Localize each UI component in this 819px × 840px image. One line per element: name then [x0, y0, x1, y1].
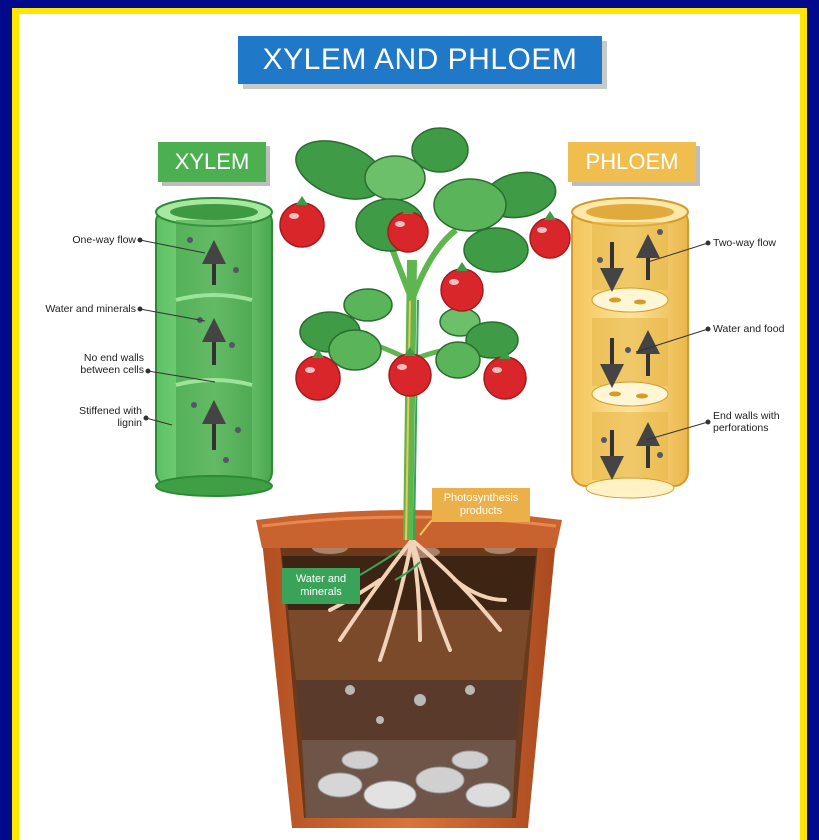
page-title: XYLEM AND PHLOEM — [238, 36, 602, 84]
photosynthesis-products-callout: Photosynthesis products — [432, 488, 530, 522]
phloem-label-end-walls: End walls with perforations — [713, 410, 797, 434]
xylem-label-no-end-walls: No end walls between cells — [50, 352, 144, 376]
phloem-label-two-way-flow: Two-way flow — [713, 237, 776, 249]
xylem-vessel — [156, 198, 272, 496]
phloem-label-water-food: Water and food — [713, 323, 784, 335]
phloem-heading: PHLOEM — [568, 142, 696, 182]
xylem-heading: XYLEM — [158, 142, 266, 182]
leaves — [288, 128, 559, 378]
phloem-vessel — [572, 198, 688, 498]
xylem-label-water-minerals: Water and minerals — [24, 303, 136, 315]
water-minerals-callout: Water and minerals — [282, 568, 360, 604]
xylem-label-lignin: Stiffened with lignin — [60, 405, 142, 429]
tomatoes — [280, 203, 570, 400]
xylem-label-one-way-flow: One-way flow — [38, 234, 136, 246]
